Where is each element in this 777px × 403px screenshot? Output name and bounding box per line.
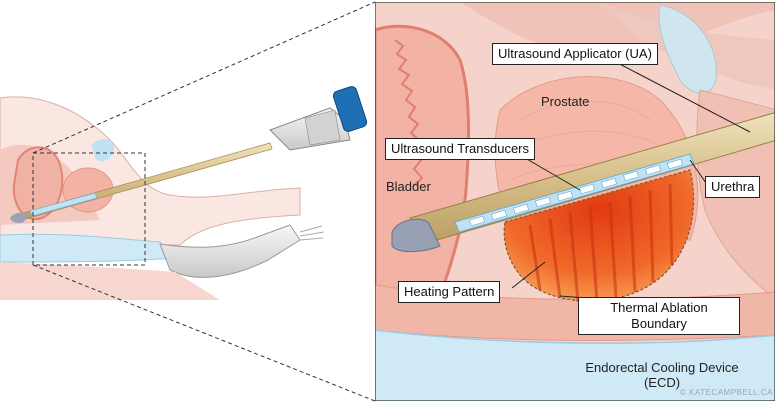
zoom-line-bottom <box>33 265 375 401</box>
label-thermal-ablation-boundary-line2: Boundary <box>584 316 734 332</box>
overview-anatomy <box>0 2 375 401</box>
label-endorectal-cooling-device: Endorectal Cooling Device (ECD) <box>577 360 747 390</box>
label-ecd-line1: Endorectal Cooling Device <box>577 360 747 375</box>
label-urethra: Urethra <box>705 176 760 198</box>
label-thermal-ablation-boundary-line1: Thermal Ablation <box>584 300 734 316</box>
label-heating-pattern: Heating Pattern <box>398 281 500 303</box>
ecd-cable <box>300 226 324 240</box>
image-credit: © KATECAMPBELL.CA <box>680 388 773 397</box>
label-bladder: Bladder <box>386 179 431 194</box>
label-thermal-ablation-boundary: Thermal Ablation Boundary <box>578 297 740 335</box>
label-prostate: Prostate <box>541 94 589 109</box>
label-ultrasound-applicator: Ultrasound Applicator (UA) <box>492 43 658 65</box>
label-ultrasound-transducers: Ultrasound Transducers <box>385 138 535 160</box>
